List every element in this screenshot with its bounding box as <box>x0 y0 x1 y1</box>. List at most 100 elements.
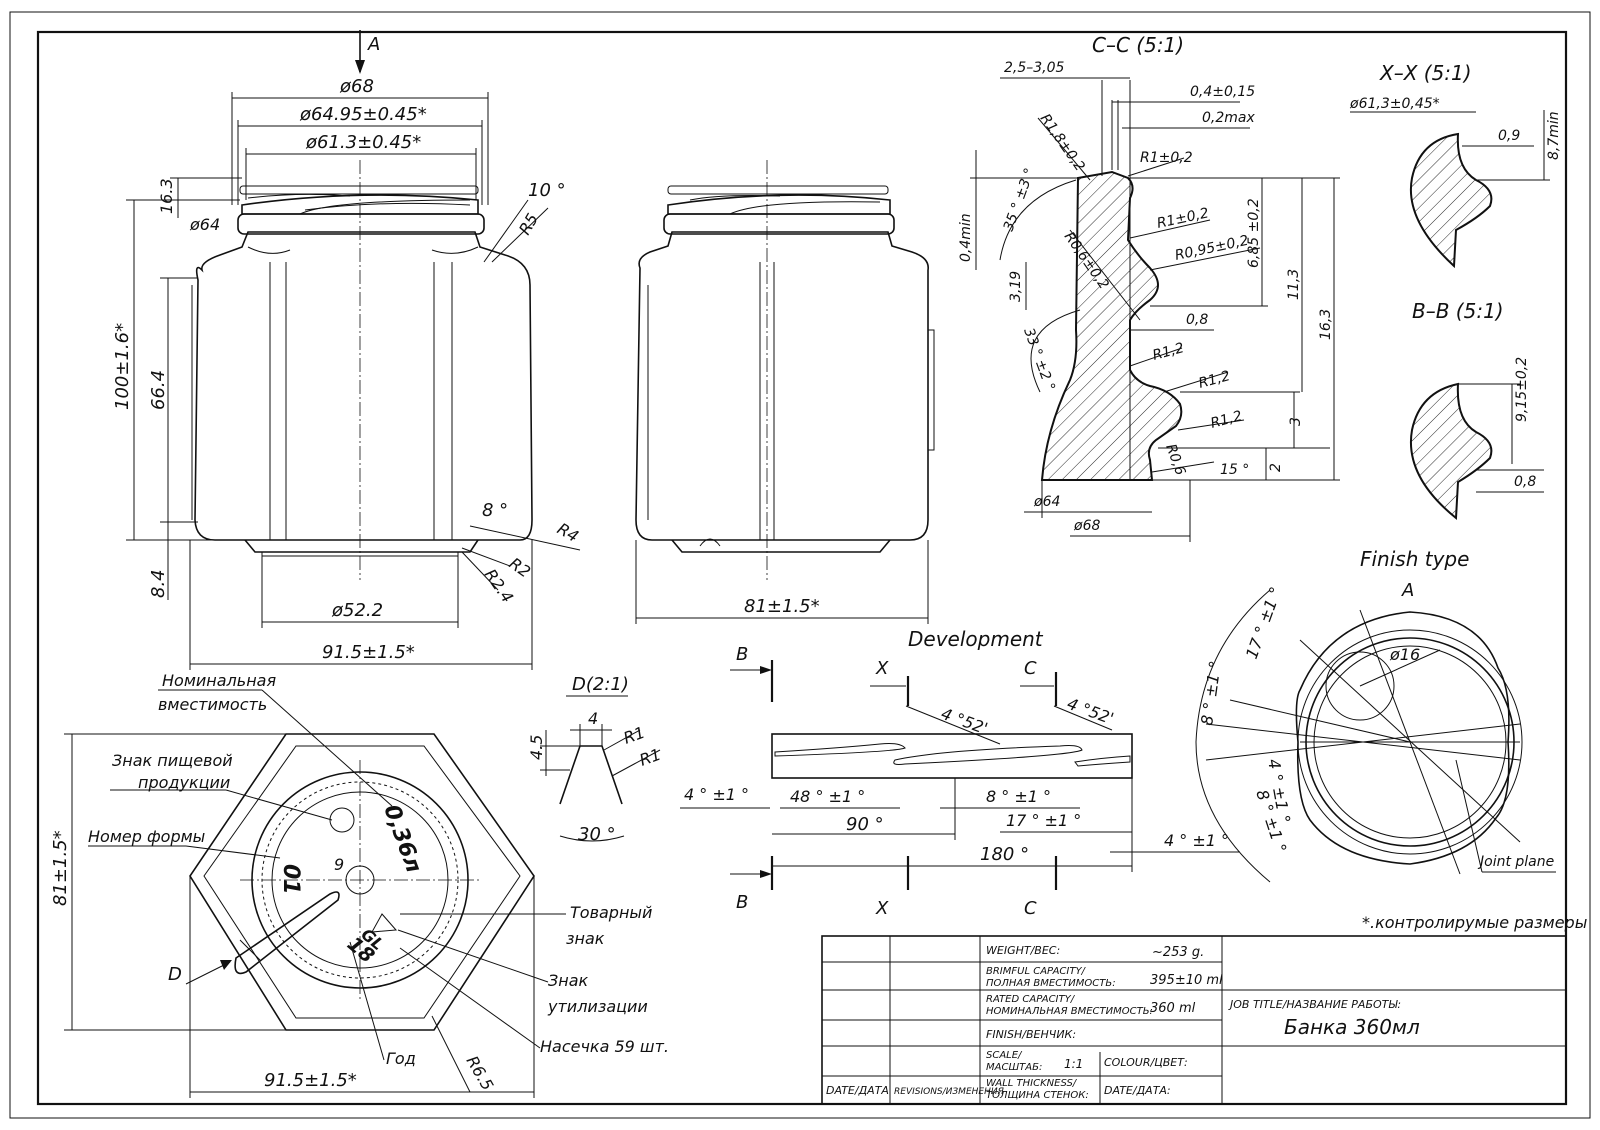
svg-text:0,8: 0,8 <box>1514 474 1536 490</box>
svg-text:B: B <box>736 644 748 665</box>
svg-text:1:1: 1:1 <box>1064 1057 1083 1071</box>
svg-text:4.5: 4.5 <box>527 735 546 760</box>
outer-frame <box>9 11 1591 1119</box>
svg-text:продукции: продукции <box>138 773 230 792</box>
svg-text:3,19: 3,19 <box>1008 271 1024 302</box>
svg-text:WEIGHT/ВЕС:: WEIGHT/ВЕС: <box>986 944 1060 957</box>
svg-text:66.4: 66.4 <box>148 370 169 410</box>
svg-text:2,5–3,05: 2,5–3,05 <box>1004 60 1065 76</box>
bottom-view: 0,36л 01 9 GL 18 Номинальная вместимость… <box>50 671 669 1098</box>
svg-text:Знак: Знак <box>548 971 589 990</box>
svg-text:~253 g.: ~253 g. <box>1152 945 1204 960</box>
svg-text:вместимость: вместимость <box>158 695 267 714</box>
svg-text:R1,2: R1,2 <box>1197 368 1232 392</box>
svg-text:10 °: 10 ° <box>528 180 566 201</box>
svg-text:2: 2 <box>1268 463 1284 472</box>
svg-text:8,7min: 8,7min <box>1546 111 1562 160</box>
svg-text:15 °: 15 ° <box>1220 462 1249 478</box>
svg-text:8 ° ±1 °: 8 ° ±1 ° <box>1197 660 1225 727</box>
svg-text:ø64: ø64 <box>189 215 220 234</box>
svg-text:C: C <box>1024 898 1037 919</box>
svg-text:0,2max: 0,2max <box>1202 110 1255 126</box>
svg-text:R1: R1 <box>637 745 664 770</box>
hex-outline <box>189 733 535 1031</box>
svg-text:ПОЛНАЯ ВМЕСТИМОСТЬ:: ПОЛНАЯ ВМЕСТИМОСТЬ: <box>986 978 1116 989</box>
svg-text:30 °: 30 ° <box>578 824 616 845</box>
section-xx: X–X (5:1) ø61,3±0,45* 0,9 8,7min <box>1349 61 1562 269</box>
detail-d: D(2:1) 4 4.5 R1 R1 30 ° <box>527 674 663 845</box>
inner-frame <box>36 30 1568 1106</box>
notch-lug <box>234 891 340 975</box>
svg-text:100±1.6*: 100±1.6* <box>112 323 133 410</box>
svg-text:90 °: 90 ° <box>846 814 884 835</box>
front-view: A ø68 ø64.95±0.45* ø61.3±0.45* 16.3 ø64 … <box>112 30 582 670</box>
front-body-outline <box>194 231 533 541</box>
svg-text:9,15±0,2: 9,15±0,2 <box>1514 357 1530 422</box>
svg-text:360 ml: 360 ml <box>1150 1001 1196 1016</box>
svg-text:REVISIONS/ИЗМЕНЕНИЯ: REVISIONS/ИЗМЕНЕНИЯ <box>894 1087 1004 1097</box>
svg-text:FINISH/ВЕНЧИК:: FINISH/ВЕНЧИК: <box>986 1028 1076 1041</box>
svg-text:4: 4 <box>588 709 598 728</box>
title-block: WEIGHT/ВЕС: ~253 g. BRIMFUL CAPACITY/ ПО… <box>821 935 1567 1105</box>
section-xx-title: X–X (5:1) <box>1379 61 1472 85</box>
development-view: Development B B X X C C 4 °52' 4 °52' 4 … <box>680 627 1240 919</box>
svg-text:0,8: 0,8 <box>1186 312 1208 328</box>
svg-text:395±10 ml: 395±10 ml <box>1150 973 1223 988</box>
svg-text:DATE/ДАТА: DATE/ДАТА <box>826 1084 889 1097</box>
svg-text:R1: R1 <box>621 723 648 748</box>
svg-text:BRIMFUL CAPACITY/: BRIMFUL CAPACITY/ <box>986 966 1087 977</box>
svg-text:утилизации: утилизации <box>547 997 648 1016</box>
svg-text:X: X <box>875 658 889 679</box>
svg-text:R1,2: R1,2 <box>1209 408 1244 432</box>
svg-text:R1,2: R1,2 <box>1151 340 1186 364</box>
finish-title: Finish type <box>1360 547 1469 571</box>
section-cc: C–C (5:1) 2,5–3,05 0,4±0,15 0,2max R1,8±… <box>958 33 1340 542</box>
svg-text:3: 3 <box>1288 417 1304 426</box>
svg-text:0,4±0,15: 0,4±0,15 <box>1190 84 1255 100</box>
svg-text:JOB TITLE/НАЗВАНИЕ РАБОТЫ:: JOB TITLE/НАЗВАНИЕ РАБОТЫ: <box>1228 998 1401 1011</box>
svg-text:0,9: 0,9 <box>1498 128 1520 144</box>
svg-text:ø68: ø68 <box>339 76 374 97</box>
svg-text:91.5±1.5*: 91.5±1.5* <box>264 1070 357 1091</box>
svg-text:B: B <box>736 892 748 913</box>
controlled-dims-note: *.контролирумые размеры <box>1362 913 1587 932</box>
svg-text:4 ° ±1 °: 4 ° ±1 ° <box>684 785 749 804</box>
svg-text:0,4min: 0,4min <box>958 213 974 262</box>
svg-text:Знак пищевой: Знак пищевой <box>112 751 233 770</box>
svg-text:МАСШТАБ:: МАСШТАБ: <box>986 1062 1042 1073</box>
section-cc-profile <box>1040 170 1183 481</box>
svg-text:ø16: ø16 <box>1389 645 1420 664</box>
svg-text:4 ° ±1 °: 4 ° ±1 ° <box>1164 831 1229 850</box>
svg-text:0,36л: 0,36л <box>378 802 426 877</box>
svg-text:R1±0,2: R1±0,2 <box>1156 205 1211 232</box>
svg-text:ø61,3±0,45*: ø61,3±0,45* <box>1349 96 1440 112</box>
svg-text:17 ° ±1 °: 17 ° ±1 ° <box>1006 811 1081 830</box>
svg-text:6,85 ±0,2: 6,85 ±0,2 <box>1246 198 1262 268</box>
svg-text:WALL THICKNESS/: WALL THICKNESS/ <box>986 1078 1078 1089</box>
svg-text:4 °52': 4 °52' <box>1065 694 1117 728</box>
side-view: 81±1.5* <box>635 160 935 624</box>
svg-text:17 ° ±1 °: 17 ° ±1 ° <box>1242 584 1286 661</box>
svg-text:ø64: ø64 <box>1033 494 1060 510</box>
svg-text:R4: R4 <box>554 519 582 546</box>
svg-text:48 ° ±1 °: 48 ° ±1 ° <box>790 787 865 806</box>
svg-text:11,3: 11,3 <box>1286 269 1302 300</box>
svg-text:16,3: 16,3 <box>1318 309 1334 340</box>
svg-text:ТОЛЩИНА СТЕНОК:: ТОЛЩИНА СТЕНОК: <box>986 1090 1089 1101</box>
svg-text:ø61.3±0.45*: ø61.3±0.45* <box>305 132 421 153</box>
svg-text:DATE/ДАТА:: DATE/ДАТА: <box>1104 1084 1171 1097</box>
svg-text:16.3: 16.3 <box>157 178 176 214</box>
svg-text:X: X <box>875 898 889 919</box>
section-bb: B–B (5:1) 9,15±0,2 0,8 <box>1410 299 1544 521</box>
svg-text:знак: знак <box>566 929 605 948</box>
svg-text:9: 9 <box>334 855 344 874</box>
svg-text:01: 01 <box>278 864 303 895</box>
svg-text:91.5±1.5*: 91.5±1.5* <box>322 642 415 663</box>
svg-text:НОМИНАЛЬНАЯ ВМЕСТИМОСТЬ:: НОМИНАЛЬНАЯ ВМЕСТИМОСТЬ: <box>986 1006 1153 1017</box>
svg-text:D: D <box>168 964 182 985</box>
job-title-value: Банка 360мл <box>1284 1015 1420 1039</box>
svg-text:Joint plane: Joint plane <box>1477 854 1554 870</box>
development-title: Development <box>908 627 1044 651</box>
